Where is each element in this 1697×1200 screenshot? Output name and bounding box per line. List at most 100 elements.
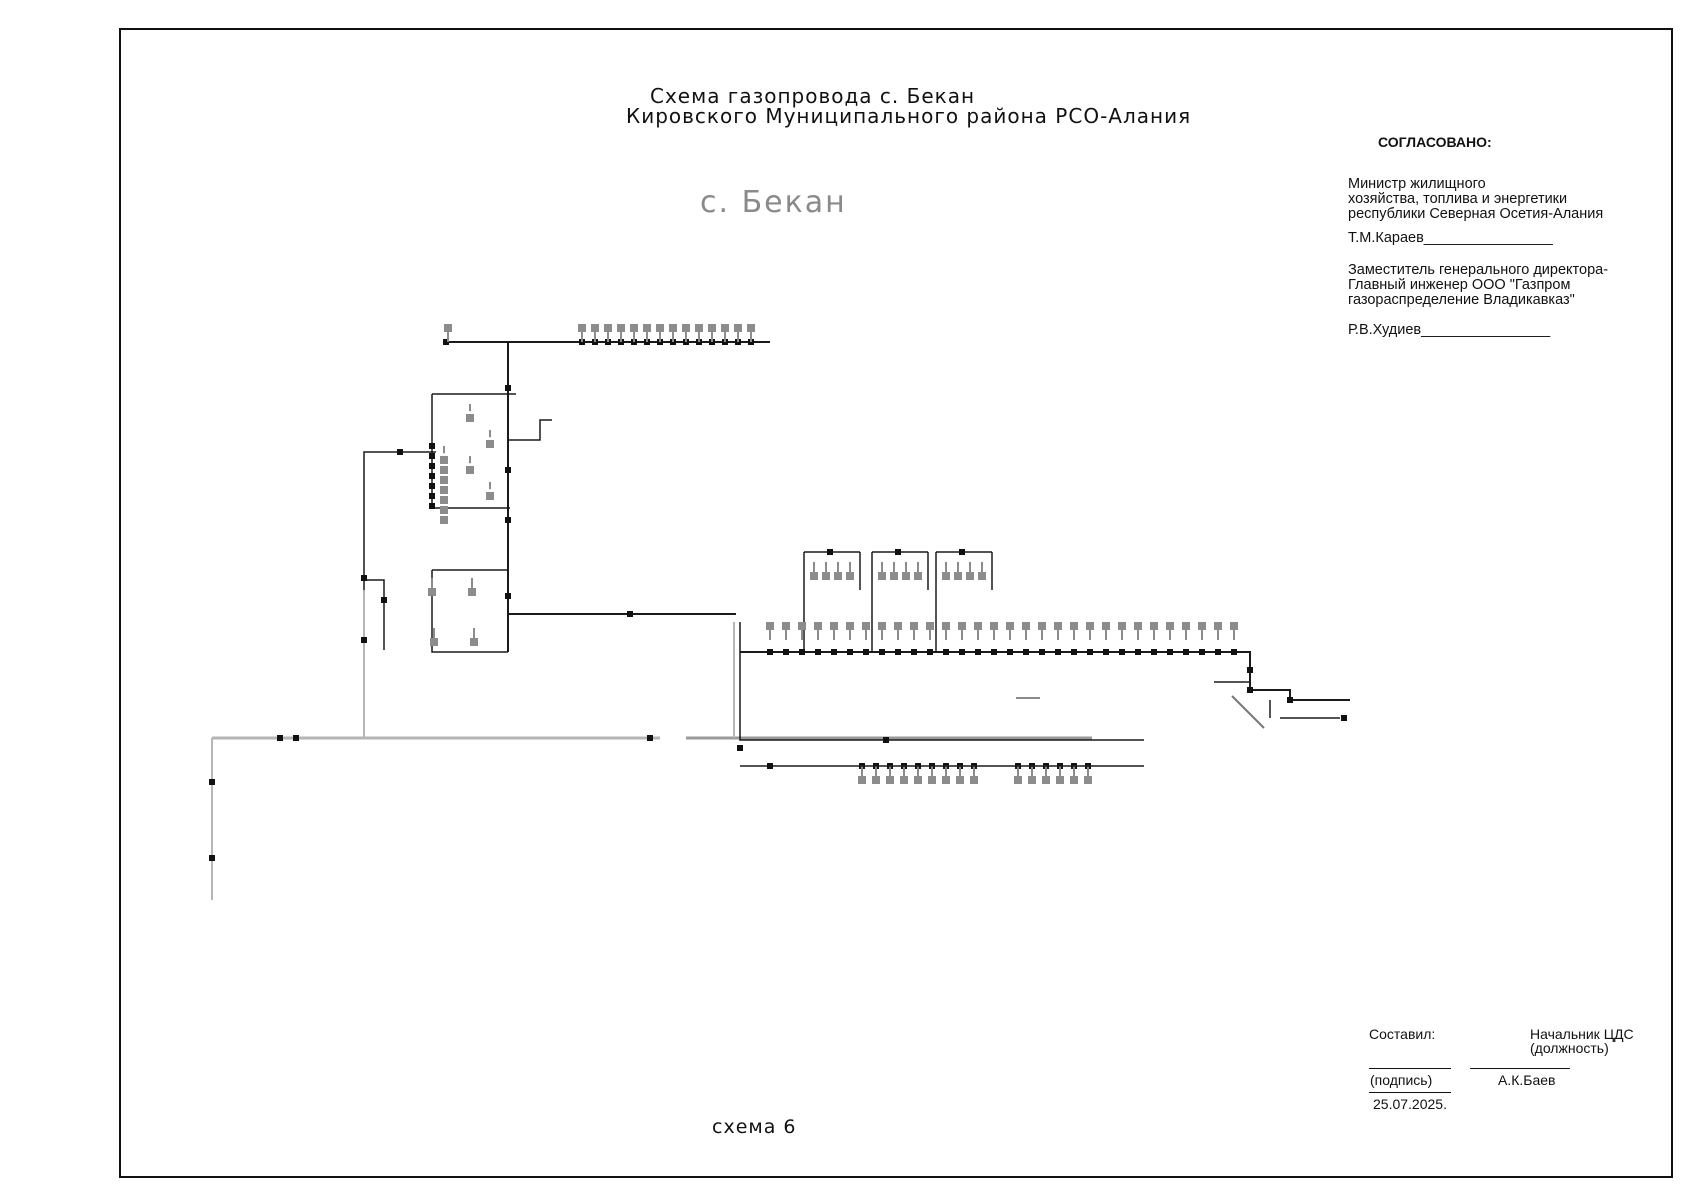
consumer-symbol bbox=[846, 622, 854, 630]
pipe-node bbox=[1167, 649, 1173, 655]
consumer-symbol bbox=[604, 324, 612, 332]
valve-node bbox=[647, 735, 653, 741]
pipe-node bbox=[895, 549, 901, 555]
pipe-node bbox=[1183, 649, 1189, 655]
consumer-symbol bbox=[1150, 622, 1158, 630]
consumer-symbol bbox=[766, 622, 774, 630]
signatory2-role-line3: газораспределение Владикавказ" bbox=[1348, 292, 1575, 308]
consumer-symbol bbox=[1086, 622, 1094, 630]
pipe-node bbox=[1341, 715, 1347, 721]
pipe-node bbox=[1039, 649, 1045, 655]
signatory2-role-line2: Главный инженер ООО "Газпром bbox=[1348, 277, 1571, 293]
consumer-symbol bbox=[430, 638, 438, 646]
valve-node bbox=[277, 735, 283, 741]
consumer-symbol bbox=[942, 776, 950, 784]
pipe-west-drop bbox=[364, 579, 385, 650]
pipe-node bbox=[863, 649, 869, 655]
signatory1-role-line2: хозяйства, топлива и энергетики bbox=[1348, 191, 1568, 207]
pipe-diagonal-spur bbox=[1231, 695, 1265, 729]
consumer-symbol bbox=[1056, 776, 1064, 784]
consumer-symbol bbox=[862, 622, 870, 630]
consumer-symbol bbox=[942, 622, 950, 630]
consumer-symbol bbox=[440, 516, 448, 524]
consumer-symbol bbox=[910, 622, 918, 630]
consumer-symbol bbox=[810, 572, 818, 580]
consumer-symbol bbox=[970, 776, 978, 784]
pipe-node bbox=[991, 649, 997, 655]
consumer-symbol bbox=[1166, 622, 1174, 630]
consumer-symbol bbox=[902, 572, 910, 580]
pipe-node bbox=[1103, 649, 1109, 655]
consumer-symbol bbox=[1230, 622, 1238, 630]
signatory1-role-line1: Министр жилищного bbox=[1348, 176, 1486, 192]
pipe-node bbox=[505, 593, 511, 599]
pipe-node bbox=[1231, 649, 1237, 655]
consumer-symbol bbox=[914, 776, 922, 784]
pipe-node bbox=[959, 549, 965, 555]
pipe-node bbox=[627, 611, 633, 617]
pipe-node bbox=[767, 763, 773, 769]
pipe-node bbox=[1087, 649, 1093, 655]
consumer-symbol bbox=[669, 324, 677, 332]
consumer-symbol bbox=[1054, 622, 1062, 630]
scheme-title-line1: Схема газопровода с. Бекан bbox=[650, 84, 976, 108]
pipe-west-riser bbox=[363, 451, 436, 590]
consumer-symbol bbox=[708, 324, 716, 332]
consumer-symbol bbox=[1084, 776, 1092, 784]
pipe-node bbox=[895, 649, 901, 655]
pipe-node bbox=[381, 597, 387, 603]
consumer-symbol bbox=[486, 440, 494, 448]
signatory1-name: Т.М.Караев________________ bbox=[1348, 230, 1553, 246]
consumer-symbol bbox=[956, 776, 964, 784]
consumer-symbol bbox=[978, 572, 986, 580]
consumer-symbol bbox=[1014, 776, 1022, 784]
consumer-symbol bbox=[1006, 622, 1014, 630]
pipe-node bbox=[767, 649, 773, 655]
consumer-symbol bbox=[630, 324, 638, 332]
consumer-symbol bbox=[822, 572, 830, 580]
signatory2-name: Р.В.Худиев________________ bbox=[1348, 322, 1551, 338]
consumer-symbol bbox=[1182, 622, 1190, 630]
pipe-node bbox=[1199, 649, 1205, 655]
consumer-symbol bbox=[695, 324, 703, 332]
pipe-node bbox=[737, 745, 743, 751]
pipe-node bbox=[1215, 649, 1221, 655]
name-line bbox=[1470, 1068, 1570, 1069]
consumer-symbol bbox=[1198, 622, 1206, 630]
consumer-symbol bbox=[721, 324, 729, 332]
consumer-symbol bbox=[974, 622, 982, 630]
pipe-node bbox=[1287, 697, 1293, 703]
pipe-node bbox=[429, 443, 435, 449]
consumer-symbol bbox=[894, 622, 902, 630]
pipe-node bbox=[827, 549, 833, 555]
pipe-node bbox=[1023, 649, 1029, 655]
consumer-symbol bbox=[1038, 622, 1046, 630]
consumer-symbol bbox=[928, 776, 936, 784]
pipe-east-street bbox=[740, 651, 1350, 701]
consumer-symbol bbox=[942, 572, 950, 580]
pipe-node bbox=[429, 483, 435, 489]
consumer-symbol bbox=[954, 572, 962, 580]
pipe-node bbox=[943, 649, 949, 655]
consumer-symbol bbox=[1134, 622, 1142, 630]
consumer-symbol bbox=[578, 324, 586, 332]
consumer-symbol bbox=[643, 324, 651, 332]
consumer-symbol bbox=[466, 466, 474, 474]
pipe-lower-loop bbox=[431, 570, 508, 653]
consumer-symbol bbox=[990, 622, 998, 630]
consumer-symbol bbox=[428, 588, 436, 596]
pipe-node bbox=[505, 385, 511, 391]
village-label: с. Бекан bbox=[700, 185, 847, 220]
consumer-symbol bbox=[486, 492, 494, 500]
consumer-symbol bbox=[782, 622, 790, 630]
pipe-node bbox=[883, 737, 889, 743]
consumer-symbol bbox=[468, 588, 476, 596]
consumer-symbol bbox=[1070, 776, 1078, 784]
pipe-node bbox=[975, 649, 981, 655]
pipe-node bbox=[429, 493, 435, 499]
pipe-node bbox=[879, 649, 885, 655]
consumer-symbol bbox=[734, 324, 742, 332]
consumer-symbol bbox=[966, 572, 974, 580]
compiler-name: А.К.Баев bbox=[1498, 1072, 1556, 1088]
